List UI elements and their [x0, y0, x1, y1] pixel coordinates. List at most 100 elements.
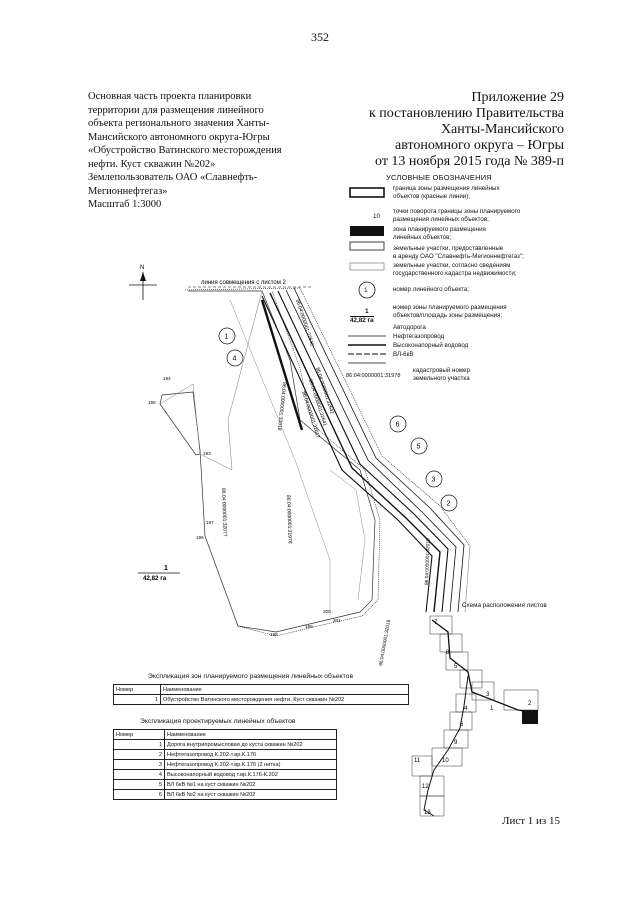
zones-table-title: Экспликация зон планируемого размещения …: [148, 673, 354, 680]
lease-parcel: [159, 290, 376, 633]
zone-number-symbol: 1: [365, 308, 369, 315]
description-line: «Обустройство Ватинского месторождения: [88, 145, 282, 156]
sheet-label: Лист 1 из 15: [502, 815, 561, 827]
sheet-number: 9: [454, 740, 458, 746]
lease-parcel-symbol: [349, 241, 385, 251]
red-line: [184, 287, 471, 637]
row-number: 6: [113, 789, 165, 800]
table-header: Номер: [113, 729, 165, 740]
sheet-number: 4: [464, 706, 468, 712]
turn-point-label: 193: [203, 451, 211, 456]
sheet-number: 12: [422, 784, 429, 790]
object-number-label: 5: [417, 444, 421, 451]
turn-point-symbol: 10: [373, 213, 381, 220]
legend-item: точки поворота границы зоны планируемого…: [393, 208, 521, 223]
row-name: ВЛ 6кВ №1 на куст скважин №202: [164, 779, 337, 790]
sheet-scheme: 7 2 1 3 4 8 5 6 9 10 11 12 13: [411, 615, 539, 817]
description-line: объекта регионального значения Ханты-: [88, 118, 270, 129]
table-header: Наименование: [160, 684, 409, 695]
turn-point-label: 194: [163, 376, 171, 381]
object-number-marker: [410, 437, 428, 455]
sheet-cell: [419, 795, 445, 817]
row-number: 4: [113, 769, 165, 780]
cadastre-parcel: [229, 299, 331, 615]
oil-gas-pipeline-2: [277, 290, 449, 613]
object-number-label: 4: [233, 356, 237, 363]
legend-symbols: [348, 187, 386, 364]
object-number-marker: [389, 415, 407, 433]
object-number-label: 6: [396, 422, 400, 429]
description-line: Мегионнефтегаз»: [88, 185, 168, 197]
sheet-number: 10: [442, 758, 449, 764]
turn-point-label: 195: [148, 400, 156, 405]
row-name: Высоконапорный водовод т.вр.К.176-К.202: [164, 769, 337, 780]
legend-item: Нефтегазопровод: [393, 333, 445, 340]
appendix-line: Ханты-Мансийского: [440, 122, 564, 137]
appendix-line: к постановлению Правительства: [368, 106, 564, 121]
cadastre-parcel: [329, 469, 366, 601]
power-line: [285, 289, 457, 613]
zones-table: Номер Наименование 1 Обустройство Ватинс…: [113, 684, 409, 705]
description-line: Землепользователь ОАО «Славнефть-: [88, 172, 258, 183]
object-number-label: 3: [432, 477, 436, 484]
appendix-header: Приложение 29 к постановлению Правительс…: [340, 90, 564, 170]
sheet-number: 2: [528, 701, 532, 707]
sheet-number: 7: [434, 620, 438, 626]
object-number-label: 2: [447, 501, 451, 508]
object-number-symbol: [358, 281, 376, 299]
legend-item: номер линейного объекта;: [393, 286, 470, 293]
water-pipeline: [260, 299, 304, 431]
turn-point-label: 197: [206, 520, 214, 525]
row-name: ВЛ 6кВ №2 на куст скважин №202: [164, 789, 337, 800]
cadastral-label: 86:04:0000001:32019: [424, 538, 432, 585]
description-line: нефти. Куст скважин №202»: [88, 158, 216, 170]
row-number: 1: [113, 694, 161, 705]
sheet-number: 3: [486, 692, 490, 698]
cadastral-label: 86:04:0000001:31978: [285, 495, 293, 544]
north-arrow-icon: N: [129, 265, 157, 300]
cadastre-parcel-symbol: [349, 262, 385, 271]
route-line: [423, 675, 469, 817]
sheet-number: 5: [454, 664, 458, 670]
description-line: территории для размещения линейного: [88, 104, 264, 116]
cadastral-label: 86:04:0000001:32018: [276, 382, 287, 431]
description-line: Мансийского автономного округа-Югры: [88, 131, 270, 143]
object-number-marker: [440, 494, 458, 512]
turn-point-label: 196: [196, 535, 204, 540]
table-header-row: Номер Наименование: [113, 684, 409, 695]
red-line-symbol: [349, 187, 385, 198]
page-number: 352: [311, 30, 329, 44]
turn-point-label: 198: [270, 632, 278, 637]
row-number: 5: [113, 779, 165, 790]
zone-number-label: 1: [164, 565, 168, 572]
object-number-marker: [226, 349, 244, 367]
legend-item: Автодорога: [393, 324, 426, 331]
row-number: 3: [113, 759, 165, 770]
road: [261, 295, 433, 613]
turn-point-label: 199: [305, 624, 313, 629]
appendix-line: от 13 ноября 2015 года № 389-п: [375, 154, 564, 169]
objects-table-title: Экспликация проектируемых линейных объек…: [140, 718, 296, 725]
sheet-number: 11: [414, 758, 421, 764]
alignment-line-label: линия совмещения с листом 2: [201, 280, 287, 286]
oil-gas-pipeline: [269, 292, 441, 613]
row-name: Нефтегазопровод К.202-т.вр.К.176 (2 нитк…: [164, 759, 337, 770]
legend-title: УСЛОВНЫЕ ОБОЗНАЧЕНИЯ: [386, 173, 492, 182]
object-number-marker: [218, 327, 236, 345]
cadastral-symbol: 86:04:0000001:31978: [346, 373, 401, 379]
legend-item: Высоконапорный водовод: [393, 342, 469, 349]
row-name: Нефтегазопровод К.202-т.вр.К.176: [164, 749, 337, 760]
turn-point-label: 200: [323, 609, 331, 614]
sheet-cell: [445, 651, 469, 671]
